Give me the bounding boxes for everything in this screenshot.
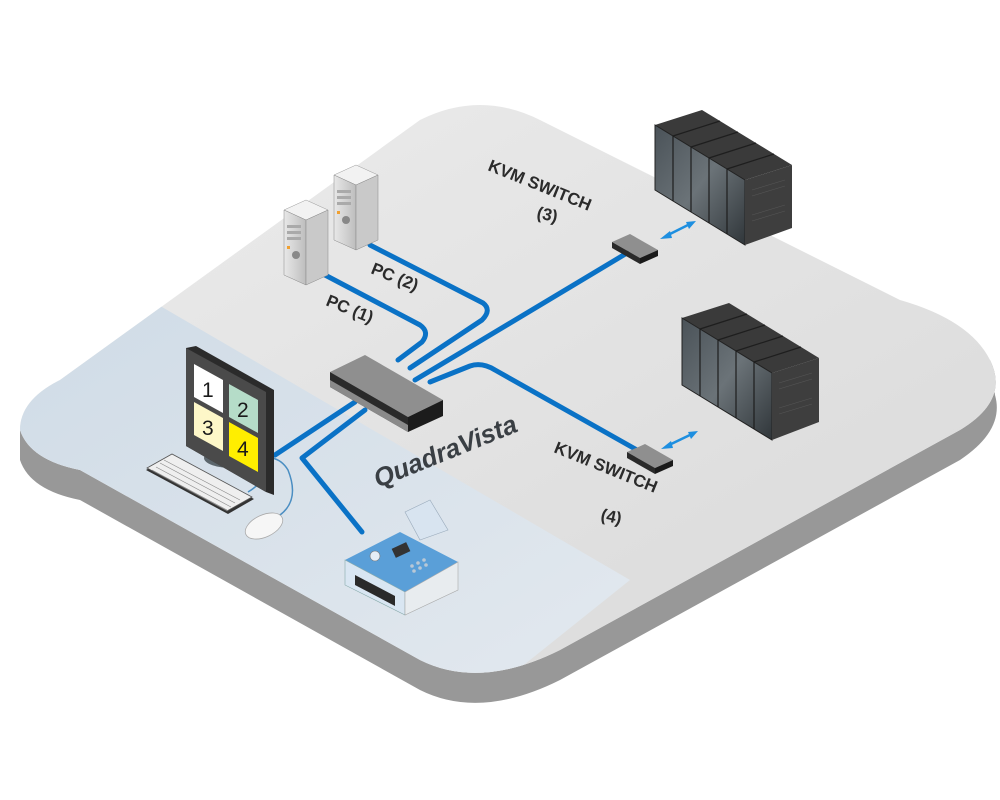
- double-arrow-icon: [660, 221, 696, 239]
- cable-kvm4: [427, 362, 640, 453]
- cable-fax: [299, 407, 368, 535]
- cables: [272, 242, 640, 535]
- label-kvm-switch-3-num: (3): [535, 203, 559, 226]
- cable-monitor: [272, 399, 358, 458]
- cable-mouse: [271, 457, 294, 516]
- monitor[interactable]: 1 2 3 4: [186, 346, 274, 495]
- cable-kvm3: [412, 250, 630, 383]
- quadrant-2-number: 2: [237, 399, 249, 422]
- monitor-quadrant-2: [229, 384, 258, 433]
- fax-printer[interactable]: [344, 499, 459, 616]
- keyboard[interactable]: [146, 453, 254, 514]
- quadravista-hub[interactable]: [330, 355, 443, 432]
- kvm-switch-4[interactable]: [627, 444, 673, 474]
- double-arrow-icon: [661, 431, 698, 449]
- pc-2-tower[interactable]: [333, 164, 379, 251]
- quadrant-3-number: 3: [202, 417, 214, 440]
- mouse[interactable]: [241, 508, 287, 545]
- server-rack-3[interactable]: [654, 110, 792, 246]
- quadrant-1-number: 1: [202, 379, 214, 402]
- quadrant-4-number: 4: [237, 438, 249, 461]
- monitor-quadrant-3: [194, 402, 223, 451]
- label-kvm-switch-4-num: (4): [599, 505, 623, 528]
- platform-edge: [20, 360, 997, 703]
- kvm-switch-3[interactable]: [612, 234, 658, 264]
- pc-1-tower[interactable]: [283, 199, 329, 286]
- monitor-quadrant-4: [229, 422, 258, 472]
- monitor-quadrant-1: [194, 364, 223, 413]
- cable-pc2: [367, 242, 490, 371]
- server-rack-4[interactable]: [681, 303, 819, 441]
- cable-pc1: [322, 272, 428, 363]
